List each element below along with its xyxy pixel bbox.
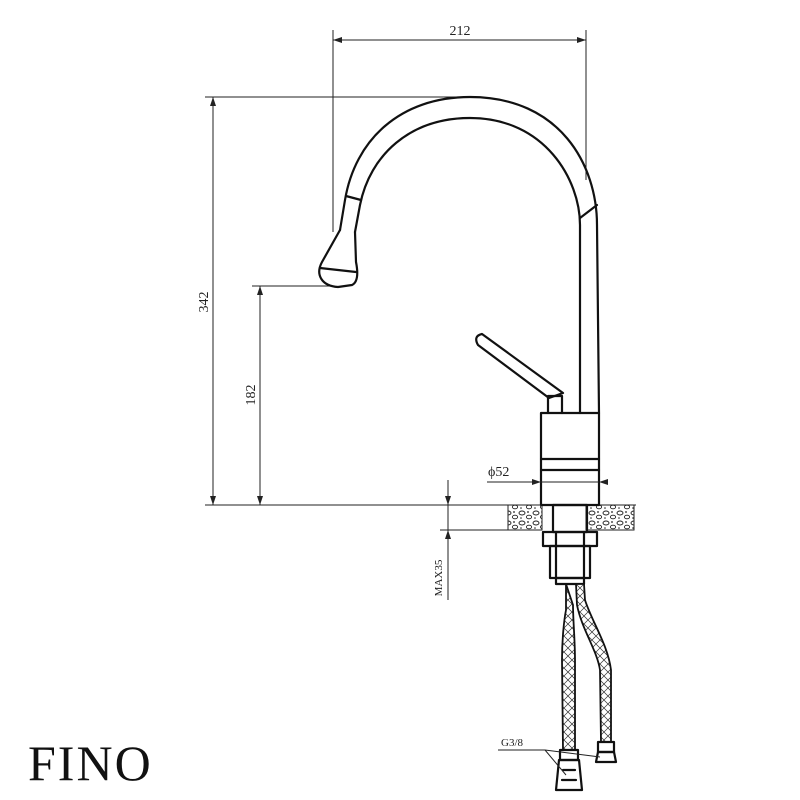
dimension-base-diameter: ϕ52	[487, 465, 608, 485]
faucet-body: ϕ52	[318, 95, 608, 507]
supply-hoses	[554, 583, 618, 792]
spout-height-label: 182	[244, 385, 259, 406]
total-height-label: 342	[197, 292, 212, 313]
thread-callout: G3/8	[498, 737, 601, 776]
dimension-spout-height: 182	[244, 285, 330, 505]
dimension-max-counter: MAX35	[433, 480, 508, 600]
base-diameter-label: ϕ52	[488, 465, 509, 480]
dimension-total-height: 342	[197, 96, 470, 505]
countertop-section	[507, 504, 635, 531]
mounting-assembly	[541, 503, 599, 586]
brand-logo: FINO	[28, 735, 153, 791]
thread-label: G3/8	[501, 737, 524, 749]
dimension-width: 212	[332, 24, 587, 232]
max-counter-label: MAX35	[433, 559, 445, 596]
width-label: 212	[450, 24, 471, 39]
